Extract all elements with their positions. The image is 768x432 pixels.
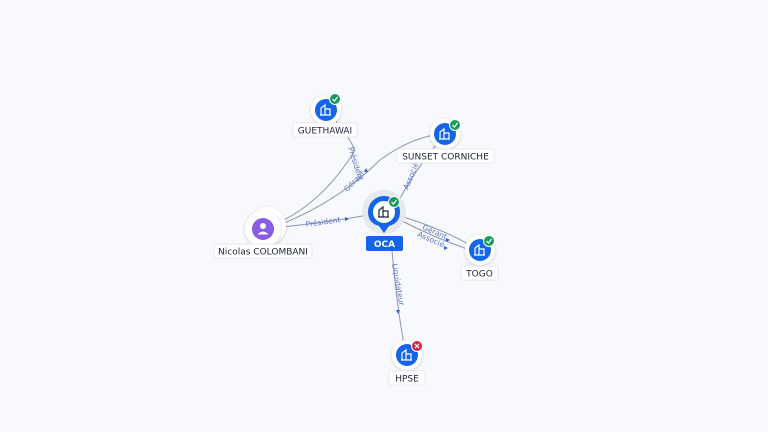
arrow-icon <box>446 238 450 242</box>
node-label-hpse: HPSE <box>395 375 419 385</box>
person-icon <box>257 223 269 235</box>
arrow-icon <box>345 217 349 221</box>
active-badge-icon <box>483 235 495 247</box>
arrow-icon <box>396 310 400 314</box>
edge-label-associe-sunset: Associé <box>402 161 421 191</box>
arrow-icon <box>364 168 368 172</box>
node-nicolas-colombani[interactable]: Nicolas COLOMBANI <box>213 207 313 259</box>
edge-oca-sunset <box>397 139 441 203</box>
node-label-sunset-corniche: SUNSET CORNICHE <box>402 153 489 163</box>
building-icon <box>320 103 331 116</box>
edge-nicolas-oca <box>281 214 369 228</box>
building-icon <box>401 348 412 361</box>
arrow-icon <box>444 246 448 250</box>
edge-oca-togo-1 <box>399 215 471 246</box>
node-guethawai[interactable]: GUETHAWAI <box>292 93 358 138</box>
active-badge-icon <box>449 119 461 131</box>
node-label-nicolas-colombani: Nicolas COLOMBANI <box>218 248 308 258</box>
node-sunset-corniche[interactable]: SUNSET CORNICHE <box>396 119 495 164</box>
node-label-togo: TOGO <box>465 270 493 280</box>
edge-oca-togo-2 <box>399 219 471 251</box>
edge-arrows <box>345 168 450 314</box>
node-hpse[interactable]: HPSE <box>388 340 426 386</box>
node-oca-center[interactable]: OCA <box>362 190 406 251</box>
edge-nicolas-sunset <box>281 133 441 225</box>
edge-label-president-oca: Président <box>305 215 341 229</box>
edge-oca-hpse <box>391 249 405 346</box>
active-badge-icon <box>329 93 341 105</box>
building-icon <box>474 243 485 256</box>
building-icon <box>378 205 389 218</box>
node-label-oca: OCA <box>374 240 395 250</box>
node-label-guethawai: GUETHAWAI <box>298 127 352 137</box>
closed-badge-icon <box>411 340 423 352</box>
active-badge-icon <box>388 196 400 208</box>
building-icon <box>439 127 450 140</box>
node-togo[interactable]: TOGO <box>460 235 499 281</box>
edge-label-liquidateur-hpse: Liquidateur <box>390 263 406 307</box>
